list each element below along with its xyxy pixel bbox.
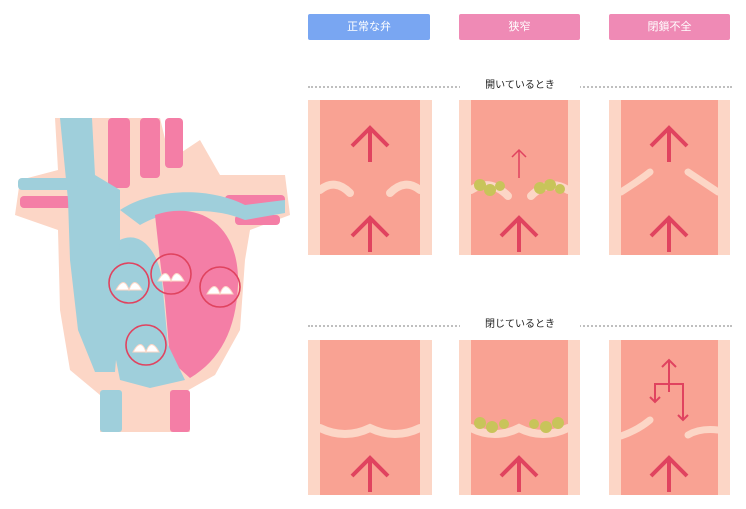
descending-aorta bbox=[170, 390, 190, 432]
tab-normal-valve: 正常な弁 bbox=[308, 14, 430, 40]
panel-regurgitation-closed bbox=[609, 340, 730, 495]
panel-regurgitation-open bbox=[609, 100, 730, 255]
mitral-valve-circle bbox=[199, 266, 241, 308]
tab-stenosis: 狭窄 bbox=[459, 14, 580, 40]
tricuspid-valve-circle bbox=[108, 262, 150, 304]
aortic-valve-circle bbox=[125, 324, 167, 366]
plaque bbox=[474, 179, 565, 196]
tab-regurgitation: 閉鎖不全 bbox=[609, 14, 730, 40]
closed-row-label: 閉じているとき bbox=[460, 317, 580, 333]
pulmonary-valve-circle bbox=[150, 253, 192, 295]
panel-normal-closed bbox=[308, 340, 432, 495]
left-ventricle bbox=[155, 210, 239, 378]
blue-vessels bbox=[18, 118, 285, 432]
valve-markers bbox=[108, 253, 241, 366]
plaque bbox=[474, 417, 564, 433]
right-ventricle bbox=[110, 237, 185, 388]
panel-stenosis-closed bbox=[459, 340, 580, 495]
open-row-label: 開いているとき bbox=[460, 78, 580, 94]
panel-stenosis-open bbox=[459, 100, 580, 255]
heart-illustration bbox=[15, 118, 290, 432]
panel-normal-open bbox=[308, 100, 432, 255]
